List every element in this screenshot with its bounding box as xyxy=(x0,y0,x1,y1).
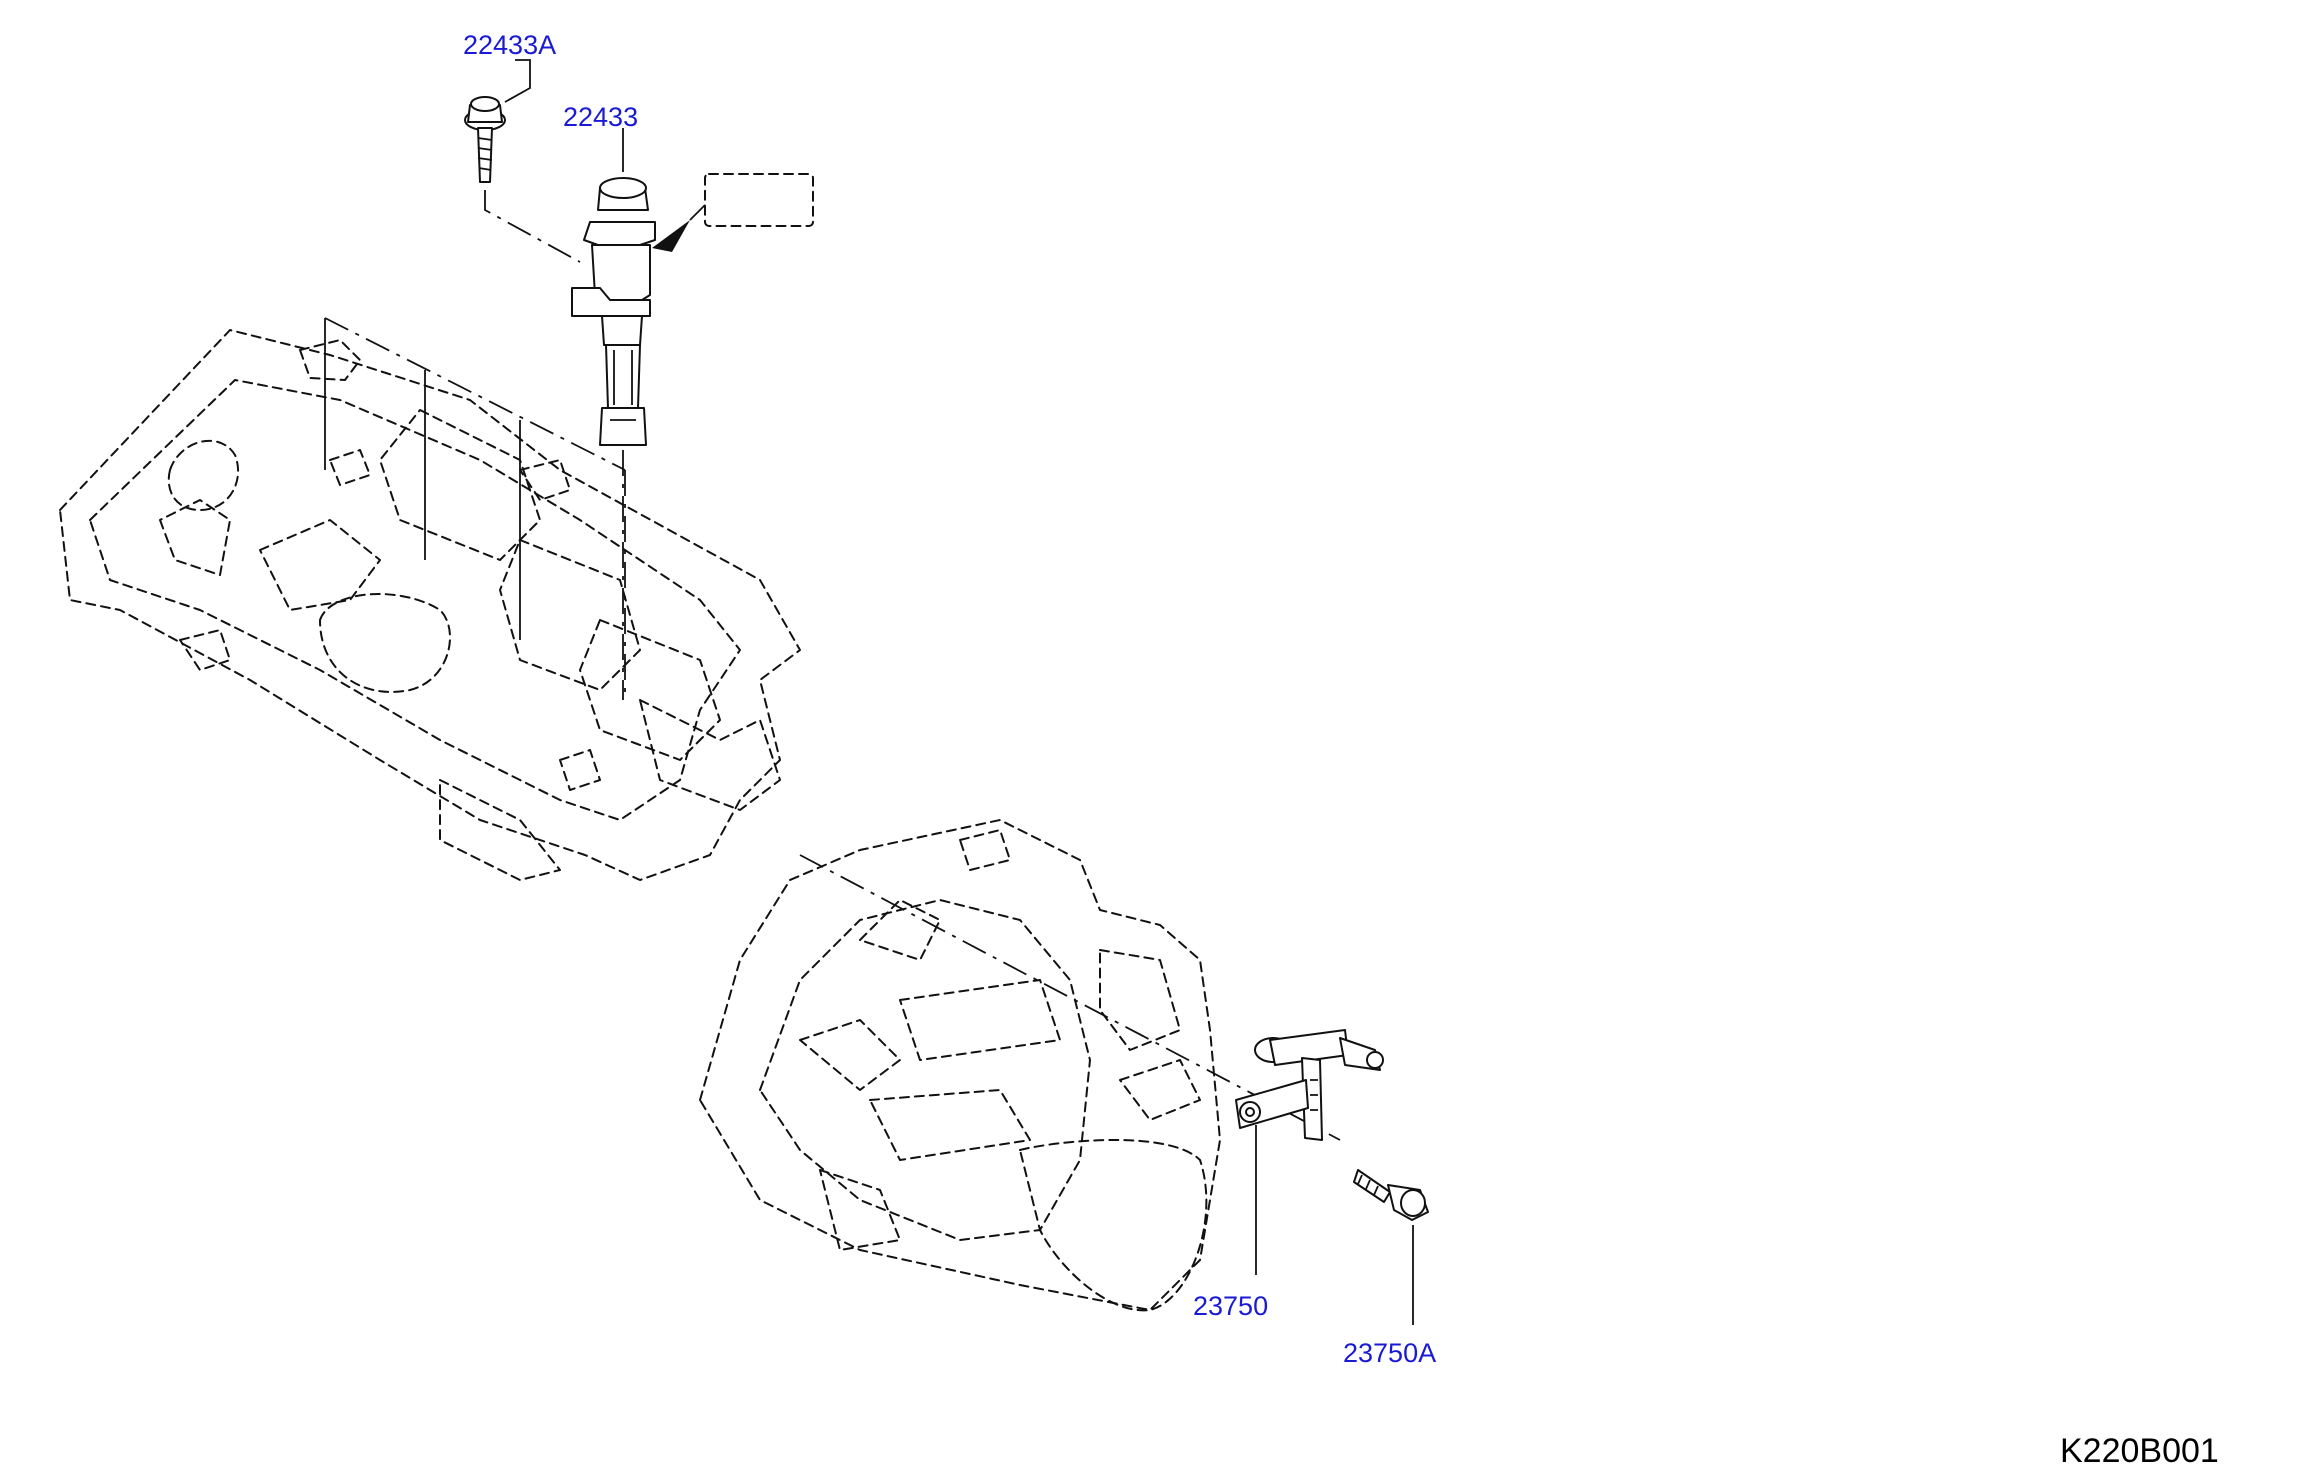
callout-23750[interactable]: 23750 xyxy=(1193,1291,1269,1321)
bolt-to-coil-line xyxy=(484,190,581,263)
transmission-outline xyxy=(699,819,1221,1312)
callout-22433[interactable]: 22433 xyxy=(563,102,639,132)
figure-code: K220B001 xyxy=(2060,1432,2219,1470)
reference-marker xyxy=(652,173,814,252)
cylinder-head-outline xyxy=(59,329,801,881)
ignition-coil[interactable] xyxy=(571,177,656,446)
leader-lines-top xyxy=(504,59,624,172)
transmission-centerline xyxy=(799,854,1341,1141)
head-alignment-lines xyxy=(324,317,626,700)
crank-sensor[interactable] xyxy=(1235,1029,1384,1141)
bolt-23750a[interactable] xyxy=(1353,1169,1429,1221)
leader-lines-bottom xyxy=(1255,1125,1414,1325)
callout-23750a[interactable]: 23750A xyxy=(1343,1338,1437,1368)
bolt-22433a[interactable] xyxy=(464,96,506,183)
callout-22433a[interactable]: 22433A xyxy=(463,30,557,60)
